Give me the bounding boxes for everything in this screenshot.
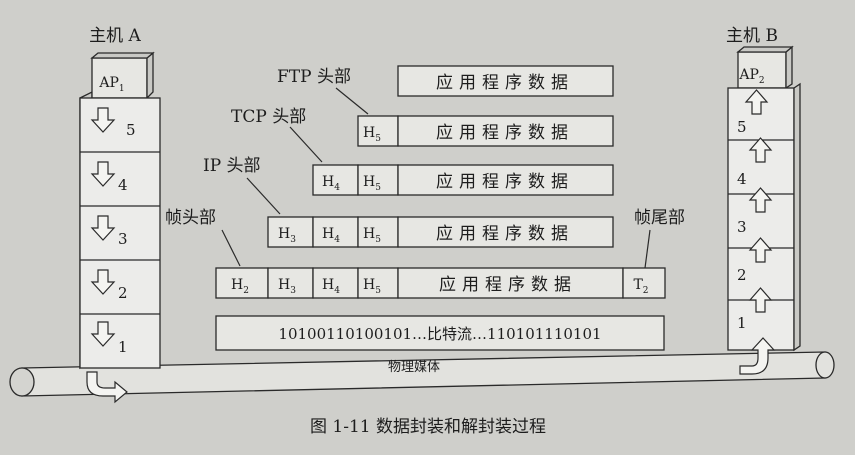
- h2-cell: H2: [231, 277, 249, 296]
- ip-header-label: IP 头部: [203, 156, 261, 176]
- host-b-app-label: AP2: [738, 67, 764, 86]
- host-b-app-box: [737, 51, 787, 89]
- tcp-leader-line: [289, 126, 323, 163]
- frame-head-label: 帧头部: [165, 208, 216, 228]
- h5-cell: H5: [363, 125, 381, 144]
- row-application: 应用程序数据: [397, 65, 614, 97]
- app-data-text: 应用程序数据: [436, 172, 574, 192]
- row-ftp: H5 应用程序数据: [357, 115, 614, 147]
- up-arrow-icon: [748, 237, 773, 263]
- row-ip: H3 H4 H5 应用程序数据: [267, 216, 614, 248]
- down-arrow-icon: [90, 215, 116, 241]
- up-arrow-icon: [748, 287, 773, 313]
- row-frame: H2 H3 H4 H5 应用程序数据 T2: [215, 267, 666, 299]
- h4-cell: H4: [322, 277, 340, 296]
- h4-cell: H4: [322, 174, 340, 193]
- h3-cell: H3: [278, 226, 296, 245]
- host-a-layer-4: 4: [118, 176, 128, 194]
- down-arrow-icon: [90, 107, 116, 133]
- app-data-text: 应用程序数据: [436, 123, 574, 143]
- host-b-layer-4: 4: [737, 170, 747, 188]
- down-arrow-icon: [90, 269, 116, 295]
- curved-up-arrow-icon: [739, 337, 776, 375]
- h5-cell: H5: [363, 277, 381, 296]
- h5-cell: H5: [363, 226, 381, 245]
- host-b-layer-5: 5: [737, 118, 747, 136]
- host-b-layer-numbers: 5 4 3 2 1: [737, 118, 747, 332]
- host-a-app-label: AP1: [98, 75, 124, 94]
- physical-medium-pipe: [9, 351, 835, 397]
- physical-medium-label: 物理媒体: [388, 360, 440, 375]
- h4-cell: H4: [322, 226, 340, 245]
- host-a-down-arrows: [86, 107, 128, 404]
- host-a-app-box: [91, 57, 148, 99]
- down-arrow-icon: [90, 321, 116, 347]
- host-a-layer-3: 3: [118, 230, 128, 248]
- row-tcp: H4 H5 应用程序数据: [312, 164, 614, 196]
- up-arrow-icon: [748, 187, 773, 213]
- frame-tail-label: 帧尾部: [634, 208, 685, 228]
- host-b-layer-3: 3: [737, 218, 747, 236]
- host-b-layer-2: 2: [737, 266, 747, 284]
- host-a-stack: [79, 51, 161, 370]
- host-a-layer-2: 2: [118, 284, 128, 302]
- h3-cell: H3: [278, 277, 296, 296]
- app-data-text: 应用程序数据: [436, 224, 574, 244]
- app-data-text: 应用程序数据: [439, 275, 577, 295]
- tcp-header-label: TCP 头部: [231, 107, 306, 127]
- curved-arrow-icon: [86, 371, 128, 404]
- h5-cell: H5: [363, 174, 381, 193]
- host-b-up-arrows: [739, 89, 776, 375]
- host-a-layer-numbers: 5 4 3 2 1: [118, 121, 136, 356]
- host-a-layer-5: 5: [126, 121, 136, 139]
- row-bitstream: 10100110100101…比特流…110101110101: [215, 315, 665, 351]
- up-arrow-icon: [748, 137, 773, 163]
- frame-tail-leader-line: [644, 229, 651, 269]
- up-arrow-icon: [744, 89, 769, 115]
- bitstream-text: 10100110100101…比特流…110101110101: [278, 325, 601, 343]
- host-b-label: 主机 B: [726, 26, 778, 46]
- ip-leader-line: [246, 177, 281, 215]
- ftp-leader-line: [335, 87, 369, 115]
- frame-head-leader-line: [221, 229, 241, 267]
- down-arrow-icon: [90, 161, 116, 187]
- t2-cell: T2: [633, 277, 648, 296]
- app-data-text: 应用程序数据: [436, 73, 574, 93]
- host-a-label: 主机 A: [89, 26, 141, 46]
- ftp-header-label: FTP 头部: [277, 67, 351, 87]
- host-a-layer-1: 1: [118, 338, 128, 356]
- figure-caption: 图 1-11 数据封装和解封装过程: [310, 417, 546, 437]
- host-b-layer-1: 1: [737, 314, 747, 332]
